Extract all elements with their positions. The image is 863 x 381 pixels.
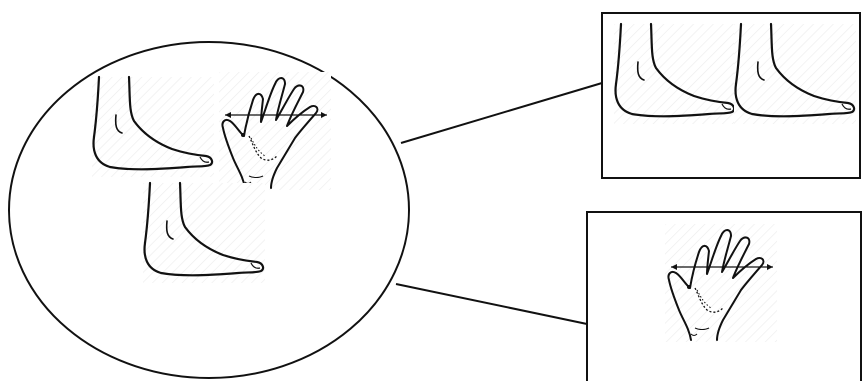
hand-measure-icon (665, 224, 777, 342)
foot-outline-icon (614, 24, 736, 124)
connector-line-bottom (396, 284, 587, 324)
hand-measure-icon (219, 72, 331, 190)
connector-line-top (401, 83, 602, 143)
foot-outline-icon (734, 24, 856, 124)
foot-outline-icon (92, 77, 214, 177)
foot-outline-icon (143, 183, 265, 283)
